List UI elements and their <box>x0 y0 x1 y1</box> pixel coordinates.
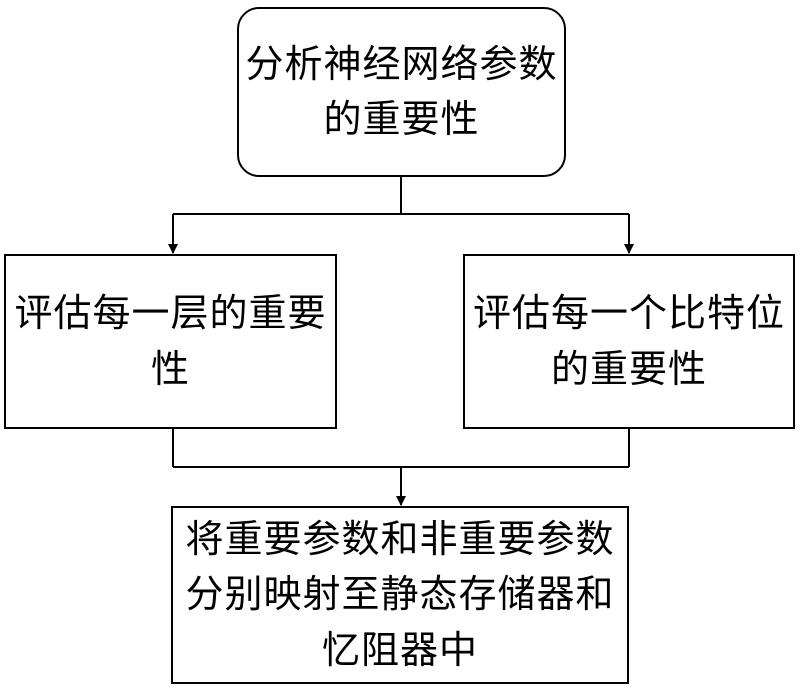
node-label: 分析神经网络参数 的重要性 <box>245 41 558 141</box>
node-evaluate-layer-importance: 评估每一层的重要 性 <box>4 254 337 429</box>
node-map-parameters-to-memory: 将重要参数和非重要参数 分别映射至静态存储器和 忆阻器中 <box>171 506 629 684</box>
node-label: 评估每一个比特位 的重要性 <box>472 291 785 391</box>
node-evaluate-bit-importance: 评估每一个比特位 的重要性 <box>463 254 795 429</box>
node-label: 将重要参数和非重要参数 分别映射至静态存储器和 忆阻器中 <box>185 517 615 672</box>
node-analyze-parameter-importance: 分析神经网络参数 的重要性 <box>237 7 566 177</box>
node-label: 评估每一层的重要 性 <box>14 291 327 391</box>
